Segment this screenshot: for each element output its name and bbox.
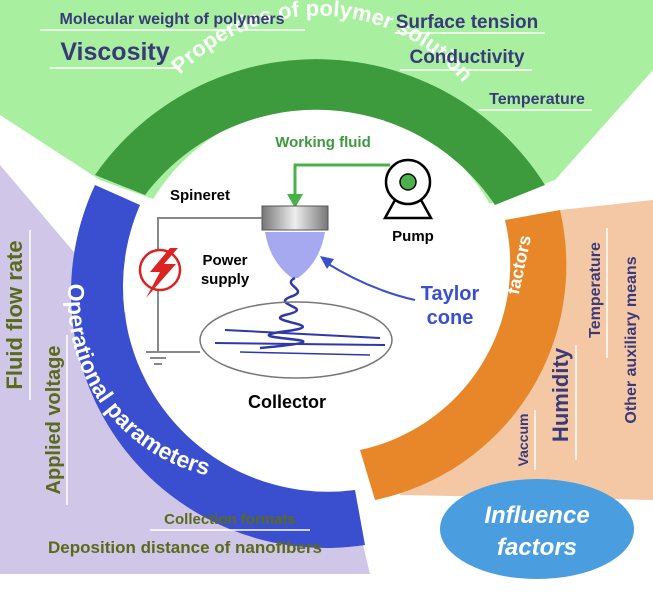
polymer-item-conductivity: Conductivity bbox=[409, 47, 524, 68]
working-fluid-arrow bbox=[293, 163, 390, 198]
ground-icon bbox=[146, 351, 170, 365]
power-supply-icon bbox=[138, 248, 182, 298]
environmental-item-vaccum: Vaccum bbox=[515, 414, 531, 467]
operational-item-deposition-distance: Deposition distance of nanofibers bbox=[48, 538, 322, 557]
environmental-item-temperature: Temperature bbox=[587, 242, 604, 338]
collector-label: Collector bbox=[248, 392, 326, 412]
operational-ring bbox=[70, 185, 365, 548]
fiber-strand bbox=[239, 351, 371, 356]
working-fluid-label: Working fluid bbox=[275, 134, 371, 151]
operational-item-applied-voltage: Applied voltage bbox=[43, 346, 65, 495]
taylor-cone-label-1: Taylor bbox=[421, 283, 480, 305]
pump-label: Pump bbox=[392, 228, 434, 245]
influence-factors-badge bbox=[440, 479, 634, 579]
working-fluid-arrowhead bbox=[287, 194, 303, 208]
environmental-ring bbox=[360, 210, 567, 500]
spineret-label: Spineret bbox=[170, 187, 230, 204]
environmental-item-humidity: Humidity bbox=[548, 347, 573, 442]
fiber-strand bbox=[224, 329, 381, 339]
environmental-item-other-auxiliary: Other auxiliary means bbox=[623, 256, 640, 423]
taylor-cone-label-2: cone bbox=[427, 307, 474, 329]
polymer-item-surface-tension: Surface tension bbox=[396, 12, 539, 33]
taylor-cone-arrow bbox=[324, 261, 416, 301]
spineret-icon bbox=[261, 205, 329, 231]
droplet-icon bbox=[265, 232, 325, 278]
power-wire bbox=[157, 217, 262, 352]
collector-icon bbox=[199, 301, 393, 379]
polymer-item-viscosity: Viscosity bbox=[60, 38, 169, 66]
operational-item-collection-formats: Collection formats bbox=[164, 511, 296, 528]
badge-line-2: factors bbox=[497, 534, 577, 561]
polymer-item-temperature: Temperature bbox=[489, 91, 585, 108]
power-supply-label-1: Power bbox=[202, 252, 247, 269]
badge-line-1: Influence bbox=[484, 502, 589, 529]
fiber-jet bbox=[259, 276, 305, 350]
operational-item-fluid-flow-rate: Fluid flow rate bbox=[2, 240, 27, 389]
polymer-ring bbox=[95, 59, 545, 205]
power-supply-label-2: supply bbox=[201, 271, 250, 288]
fiber-strand bbox=[214, 342, 386, 346]
pump-icon bbox=[382, 158, 434, 220]
taylor-cone-arrowhead bbox=[320, 256, 334, 269]
polymer-item-molecular-weight: Molecular weight of polymers bbox=[60, 11, 285, 28]
